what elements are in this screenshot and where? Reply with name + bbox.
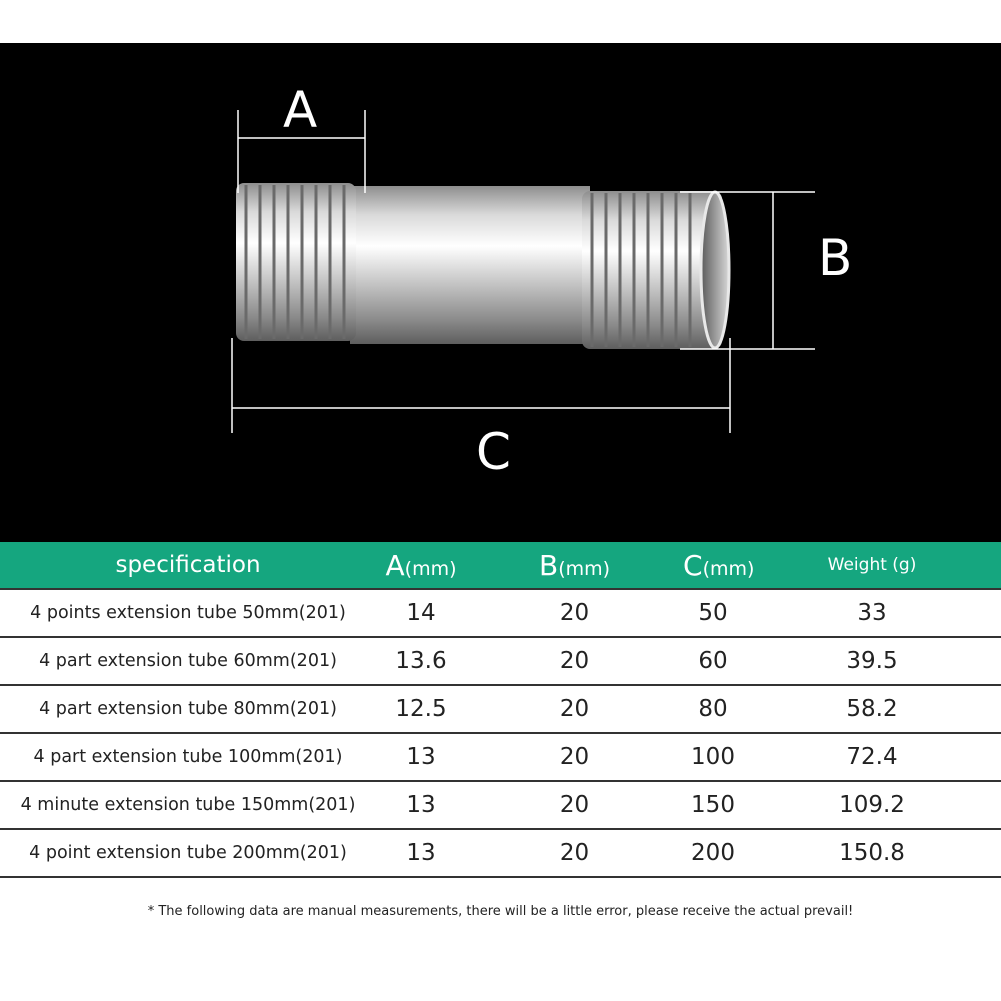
cell-c: 50: [683, 589, 743, 638]
right-thread-lines: [590, 193, 692, 347]
cell-weight: 109.2: [743, 781, 1001, 830]
header-b: B(mm): [466, 542, 683, 590]
spec-table: specification A(mm) B(mm) C(mm) Weight (…: [0, 542, 1001, 878]
cell-name: 4 point extension tube 200mm(201): [0, 829, 376, 878]
cell-name: 4 minute extension tube 150mm(201): [0, 781, 376, 830]
cell-name: 4 points extension tube 50mm(201): [0, 589, 376, 638]
pipe-body: [350, 186, 590, 344]
dimension-lines: [231, 110, 815, 433]
cell-name: 4 part extension tube 100mm(201): [0, 733, 376, 782]
header-a: A(mm): [376, 542, 466, 590]
cell-weight: 39.5: [743, 637, 1001, 686]
product-diagram: A B C: [0, 43, 1001, 543]
dimension-label-c: C: [476, 423, 511, 481]
cell-c: 80: [683, 685, 743, 734]
dimension-label-b: B: [818, 229, 853, 287]
cell-name: 4 part extension tube 80mm(201): [0, 685, 376, 734]
cell-weight: 150.8: [743, 829, 1001, 878]
cell-b: 20: [466, 781, 683, 830]
header-a-unit: (mm): [404, 557, 457, 580]
cell-name: 4 part extension tube 60mm(201): [0, 637, 376, 686]
left-thread-lines: [244, 185, 346, 339]
cell-c: 200: [683, 829, 743, 878]
measurement-note: * The following data are manual measurem…: [147, 904, 854, 919]
table-row: 4 points extension tube 50mm(201) 14 20 …: [0, 589, 1001, 638]
header-specification: specification: [0, 542, 376, 590]
header-c-unit: (mm): [702, 557, 755, 580]
cell-a: 13: [376, 781, 466, 830]
cell-a: 13: [376, 733, 466, 782]
header-c: C(mm): [683, 542, 754, 590]
cell-b: 20: [466, 685, 683, 734]
cell-weight: 33: [743, 589, 1001, 638]
left-thread: [236, 183, 356, 341]
header-b-unit: (mm): [558, 557, 611, 580]
cell-a: 13.6: [376, 637, 466, 686]
pipe-illustration: [231, 110, 815, 433]
table-row: 4 point extension tube 200mm(201) 13 20 …: [0, 829, 1001, 878]
header-b-letter: B: [538, 548, 559, 582]
table-row: 4 part extension tube 80mm(201) 12.5 20 …: [0, 685, 1001, 734]
right-thread: [582, 191, 722, 349]
pipe-opening: [699, 190, 731, 350]
table-header-row: specification A(mm) B(mm) C(mm) Weight (…: [0, 542, 1001, 590]
header-weight: Weight (g): [743, 542, 1001, 590]
cell-a: 12.5: [376, 685, 466, 734]
cell-c: 100: [683, 733, 743, 782]
table-row: 4 part extension tube 100mm(201) 13 20 1…: [0, 733, 1001, 782]
cell-b: 20: [466, 829, 683, 878]
cell-b: 20: [466, 637, 683, 686]
cell-c: 150: [683, 781, 743, 830]
cell-b: 20: [466, 733, 683, 782]
cell-a: 14: [376, 589, 466, 638]
cell-a: 13: [376, 829, 466, 878]
table-row: 4 part extension tube 60mm(201) 13.6 20 …: [0, 637, 1001, 686]
header-c-letter: C: [683, 548, 703, 582]
dimension-label-a: A: [283, 81, 318, 139]
table-row: 4 minute extension tube 150mm(201) 13 20…: [0, 781, 1001, 830]
cell-b: 20: [466, 589, 683, 638]
cell-weight: 72.4: [743, 733, 1001, 782]
cell-weight: 58.2: [743, 685, 1001, 734]
header-a-letter: A: [385, 548, 405, 582]
cell-c: 60: [683, 637, 743, 686]
